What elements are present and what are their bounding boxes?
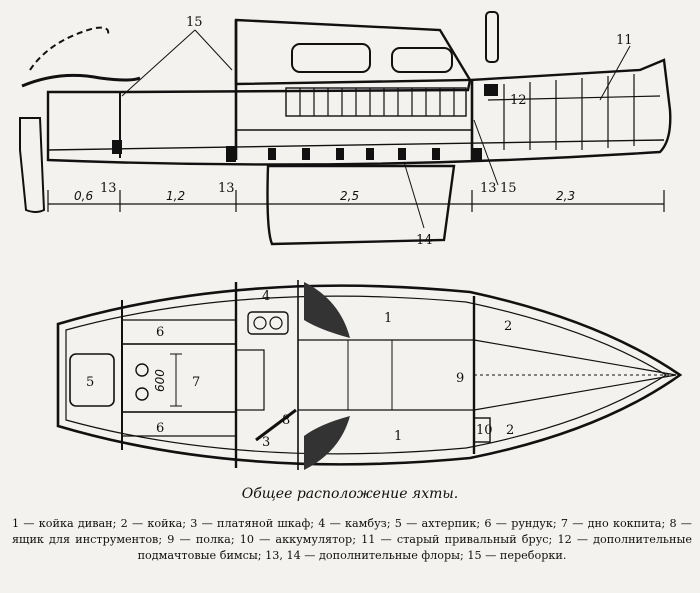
tiller-raised-dashed [29, 26, 110, 71]
drain-2 [135, 387, 149, 401]
label-12: 12 [510, 93, 527, 108]
dimension-2-5: 2,5 [340, 189, 359, 203]
plan-label-6-lower: 6 [156, 421, 164, 436]
label-14: 14 [416, 233, 433, 248]
plan-label-7: 7 [192, 375, 200, 390]
label-15-top: 15 [186, 15, 203, 30]
label-11: 11 [616, 33, 633, 48]
lazarette-hatch [69, 353, 115, 407]
drain-1 [135, 363, 149, 377]
plan-label-2-upper: 2 [504, 319, 512, 334]
rudder [19, 117, 46, 213]
plan-label-10: 10 [476, 423, 493, 438]
porthole-left [291, 43, 371, 73]
plan-label-8: 8 [282, 413, 290, 428]
plan-label-6-upper: 6 [156, 325, 164, 340]
label-13-aft: 13 [100, 181, 117, 196]
plan-view [56, 280, 683, 470]
plan-label-1-upper: 1 [384, 311, 392, 326]
hull-side [46, 58, 672, 166]
battery [473, 417, 491, 443]
plan-label-2-lower: 2 [506, 423, 514, 438]
tiller [21, 73, 141, 88]
label-15-fwd: 15 [500, 181, 517, 196]
label-13-mid: 13 [218, 181, 235, 196]
label-13-fwd: 13 [480, 181, 497, 196]
cabin-side [234, 18, 473, 86]
dimension-0-6: 0,6 [74, 189, 93, 203]
figure-title: Общее расположение яхты. [241, 486, 459, 502]
galley-stove [247, 311, 289, 335]
dimension-2-3: 2,3 [556, 189, 575, 203]
plan-label-4: 4 [262, 289, 270, 304]
keel [266, 164, 456, 246]
hull-plan [56, 284, 683, 466]
porthole-right [391, 47, 453, 73]
yacht-drawing: 15 11 12 13 13 13 15 14 0,6 1,2 2,5 2,3 … [19, 11, 683, 470]
plan-label-9: 9 [456, 371, 464, 386]
side-view [19, 11, 672, 246]
dimension-1-2: 1,2 [166, 189, 185, 203]
plan-label-5: 5 [86, 375, 94, 390]
cockpit-width-600: 600 [153, 369, 167, 392]
plan-label-1-lower: 1 [394, 429, 402, 444]
mast-step [485, 11, 499, 63]
plan-label-3: 3 [262, 435, 270, 450]
figure-legend: 1 — койка диван; 2 — койка; 3 — платяной… [12, 517, 692, 562]
